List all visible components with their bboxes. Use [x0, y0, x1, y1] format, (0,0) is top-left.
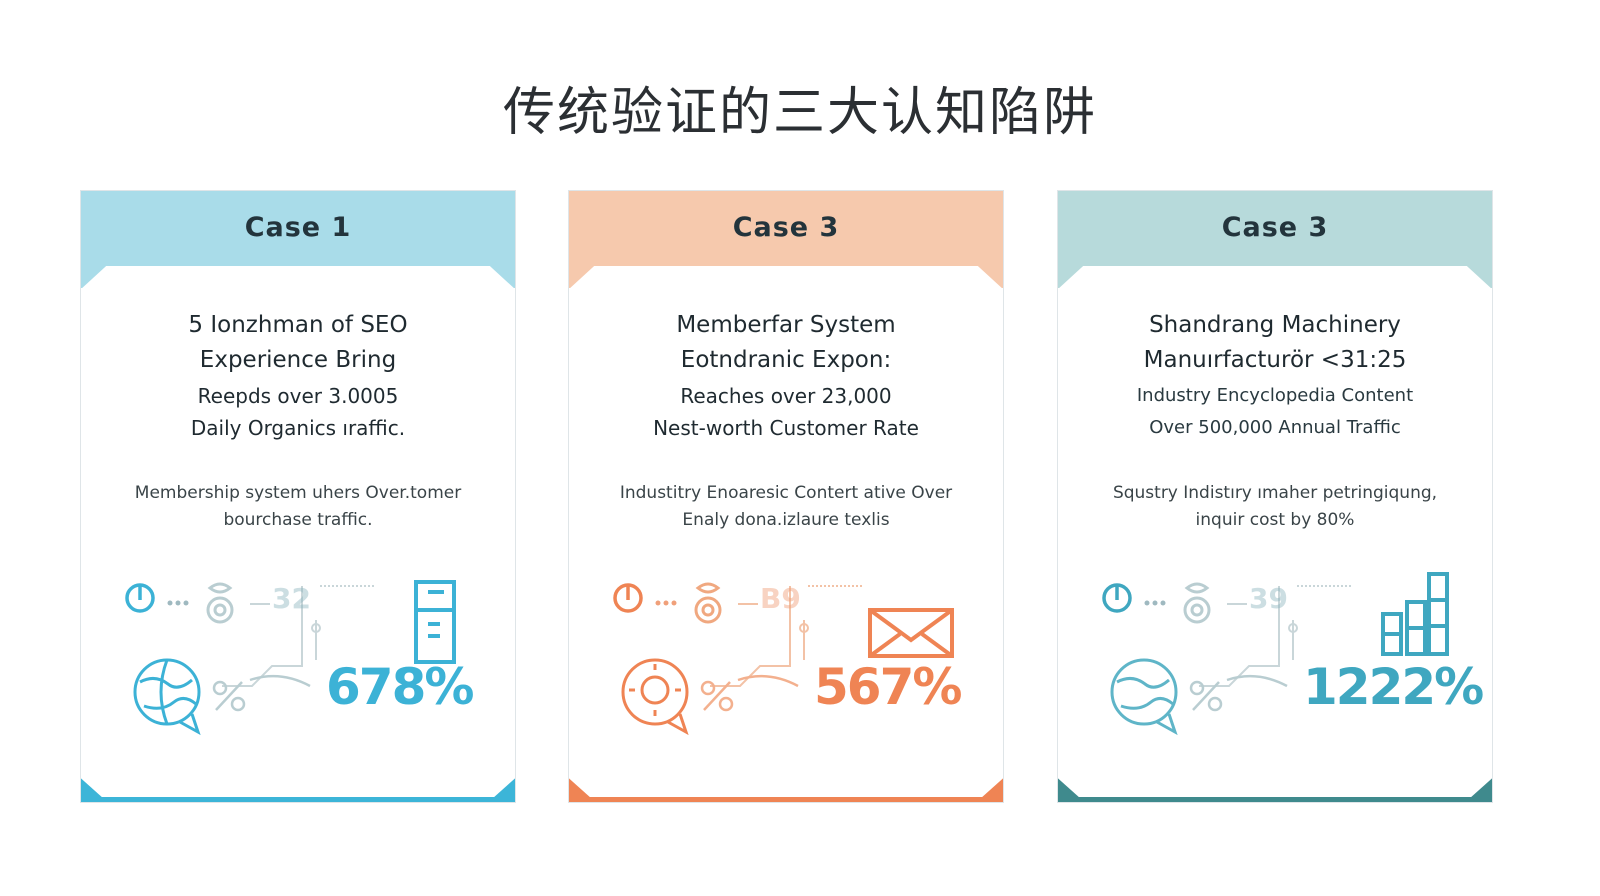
fridge-icon [414, 580, 456, 664]
card-body: Memberfar System Eotndranic Expon: Reach… [568, 308, 1004, 534]
footer-cutout [80, 767, 516, 797]
card-graphic-svg [1102, 572, 1449, 736]
footer-cutout [1057, 767, 1493, 797]
card-headline-line-1: 5 Ionzhman of SEO [188, 312, 408, 338]
card-graphic-svg [613, 582, 954, 736]
gear-icon [1183, 582, 1211, 624]
card-description-line-2: Enaly dona.izlaure texlis [682, 510, 890, 530]
network-lines [1199, 585, 1352, 687]
case-card-3: Case 3 Shandrang Machinery Manuırfacturö… [1057, 190, 1493, 803]
card-headline-line-2: Experience Bring [199, 347, 397, 373]
card-subline-1: Industry Encyclopedia Content [1136, 385, 1414, 406]
power-icon [1102, 583, 1132, 613]
percent-icon [1189, 674, 1288, 712]
page-title: 传统验证的三大认知陷阱 [502, 83, 1097, 143]
card-subline-2: Nest-worth Customer Rate [653, 416, 919, 440]
stat-number: 567% [814, 658, 962, 716]
power-icon [125, 583, 155, 613]
card-headline-line-1: Shandrang Machinery [1149, 312, 1401, 338]
case-card-1: Case 1 5 Ionzhman of SEO Experience Brin… [80, 190, 516, 803]
case-card-2: Case 3 Memberfar System Eotndranic Expon… [568, 190, 1004, 803]
card-header-label: Case 3 [1221, 212, 1329, 243]
dots-connector [167, 600, 189, 606]
card-subline-2: Daily Organics ıraffic. [190, 416, 406, 440]
card-body: 5 Ionzhman of SEO Experience Bring Reepd… [80, 308, 516, 534]
card-description-line-1: Membership system uhers Over.tomer [134, 483, 462, 503]
dots-connector [655, 600, 677, 606]
card-description: Squstry Indistıry ımaher petringiqung, i… [1057, 480, 1493, 534]
card-description-line-1: Squstry Indistıry ımaher petringiqung, [1112, 483, 1438, 503]
card-subline-2: Over 500,000 Annual Traffic [1149, 417, 1401, 438]
stat-number: 1222% [1303, 658, 1484, 716]
mini-stat: 39 [1249, 582, 1288, 615]
percent-icon [212, 674, 311, 712]
card-subline-1: Reepds over 3.0005 [197, 384, 399, 408]
card-graphic-svg [125, 580, 456, 736]
network-lines [710, 585, 863, 687]
globe-chat-icon [1110, 658, 1178, 736]
card-description: Membership system uhers Over.tomer bourc… [80, 480, 516, 534]
bar-chart-icon [1381, 572, 1449, 656]
card-graphic: 32 678% [80, 570, 516, 740]
globe-chat-icon [133, 658, 201, 736]
card-description-line-2: bourchase traffic. [223, 510, 373, 530]
card-header-label: Case 3 [732, 212, 840, 243]
card-description: Industitry Enoaresic Contert ative Over … [568, 480, 1004, 534]
percent-icon [700, 674, 799, 712]
gear-icon [206, 582, 234, 624]
card-description-line-1: Industitry Enoaresic Contert ative Over [619, 483, 953, 503]
card-header-label: Case 1 [244, 212, 352, 243]
mini-stat: B9 [760, 582, 801, 615]
card-body: Shandrang Machinery Manuırfacturör <31:2… [1057, 308, 1493, 534]
card-description-line-2: inquir cost by 80% [1195, 510, 1355, 530]
card-graphic: B9 567% [568, 570, 1004, 740]
chat-gear-icon [621, 658, 689, 736]
gear-icon [694, 582, 722, 624]
card-graphic: 39 1222% [1057, 570, 1493, 740]
header-cutout [568, 266, 1004, 306]
mini-stat: 32 [272, 582, 311, 615]
header-cutout [1057, 266, 1493, 306]
card-headline-line-2: Eotndranic Expon: [680, 347, 892, 373]
dots-connector [1144, 600, 1166, 606]
card-subline-1: Reaches over 23,000 [680, 384, 892, 408]
case-cards: Case 1 5 Ionzhman of SEO Experience Brin… [80, 190, 1530, 805]
envelope-icon [868, 608, 954, 658]
footer-cutout [568, 767, 1004, 797]
header-cutout [80, 266, 516, 306]
power-icon [613, 583, 643, 613]
stat-number: 678% [326, 658, 474, 716]
card-headline-line-1: Memberfar System [676, 312, 896, 338]
card-headline-line-2: Manuırfacturör <31:25 [1143, 347, 1407, 373]
network-lines [222, 585, 375, 687]
